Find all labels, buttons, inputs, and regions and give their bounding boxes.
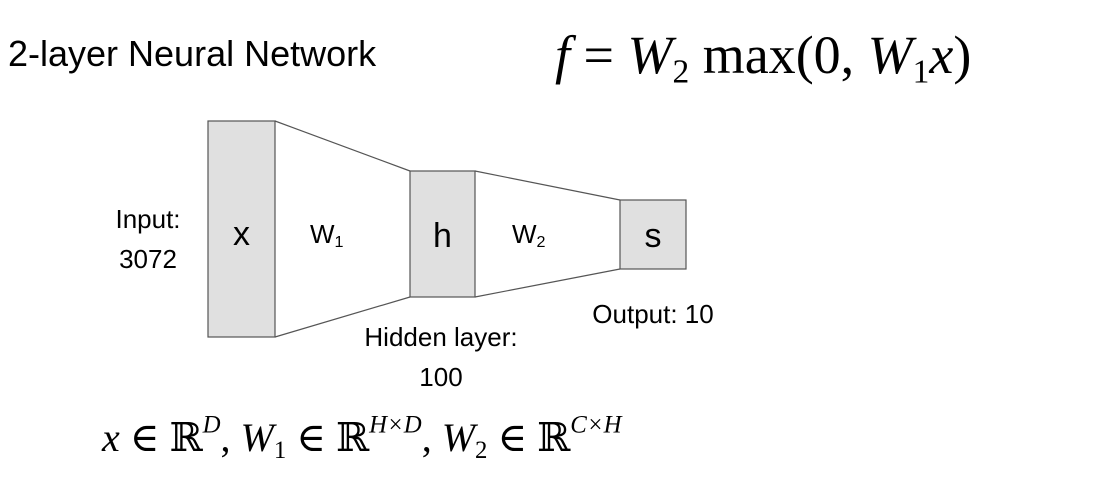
- formula-x: x: [929, 25, 954, 85]
- dim-r1-sup: D: [202, 411, 221, 439]
- dim-w1: W: [240, 415, 274, 460]
- hidden-label-line2: 100: [419, 362, 463, 392]
- weight-w1-sub: 1: [334, 233, 344, 252]
- weight-w2-label: W2: [512, 218, 546, 250]
- weight-w2-text: W: [512, 219, 537, 249]
- weight-w1-label: W1: [310, 218, 344, 250]
- dim-r3-sup: C×H: [570, 411, 622, 439]
- input-label-line2: 3072: [119, 244, 177, 274]
- input-layer-box: [207, 120, 276, 338]
- formula-max: max: [702, 25, 796, 85]
- dim-r3: ℝ: [537, 415, 571, 461]
- weight-w1-text: W: [310, 219, 335, 249]
- connector-x-h-bottom: [274, 296, 411, 338]
- formula-f: f: [555, 25, 571, 85]
- network-formula: f = W2 max(0, W1x): [555, 20, 971, 90]
- formula-w1-sub: 1: [912, 53, 930, 91]
- dim-in2: ∈: [286, 415, 336, 460]
- input-label-line1: Input:: [115, 204, 181, 234]
- dim-x: x: [102, 415, 120, 460]
- dimension-formula: x ∈ ℝD, W1 ∈ ℝH×D, W2 ∈ ℝC×H: [102, 410, 621, 466]
- formula-w2: W: [627, 25, 673, 85]
- dim-r2: ℝ: [335, 415, 370, 461]
- formula-w1: W: [867, 25, 913, 85]
- dim-comma1: ,: [220, 415, 241, 460]
- output-label: Output: 10: [592, 299, 714, 329]
- connector-h-s-top: [474, 170, 621, 201]
- connector-x-h-top: [274, 120, 411, 172]
- hidden-label-line1: Hidden layer:: [364, 322, 518, 352]
- formula-close: ): [953, 25, 972, 85]
- connector-h-s-bottom: [474, 268, 621, 298]
- page-title: 2-layer Neural Network: [8, 33, 377, 74]
- node-x-label: x: [233, 215, 250, 253]
- dim-in3: ∈: [487, 415, 538, 460]
- formula-w2-sub: 2: [672, 53, 690, 91]
- dim-w2: W: [441, 415, 476, 460]
- hidden-layer-box: [409, 170, 476, 298]
- formula-equals: =: [583, 25, 614, 85]
- node-s-label: s: [644, 217, 662, 255]
- output-layer-box: [619, 199, 687, 270]
- dim-w2-sub: 2: [475, 436, 488, 464]
- dim-comma2: ,: [421, 415, 442, 460]
- weight-w2-sub: 2: [536, 233, 546, 252]
- dim-in1: ∈: [119, 415, 170, 460]
- node-h-label: h: [433, 217, 452, 255]
- dim-w1-sub: 1: [273, 436, 287, 464]
- formula-arg-open: (0,: [795, 25, 868, 85]
- dim-r2-sup: H×D: [369, 411, 422, 439]
- dim-r1: ℝ: [169, 415, 203, 461]
